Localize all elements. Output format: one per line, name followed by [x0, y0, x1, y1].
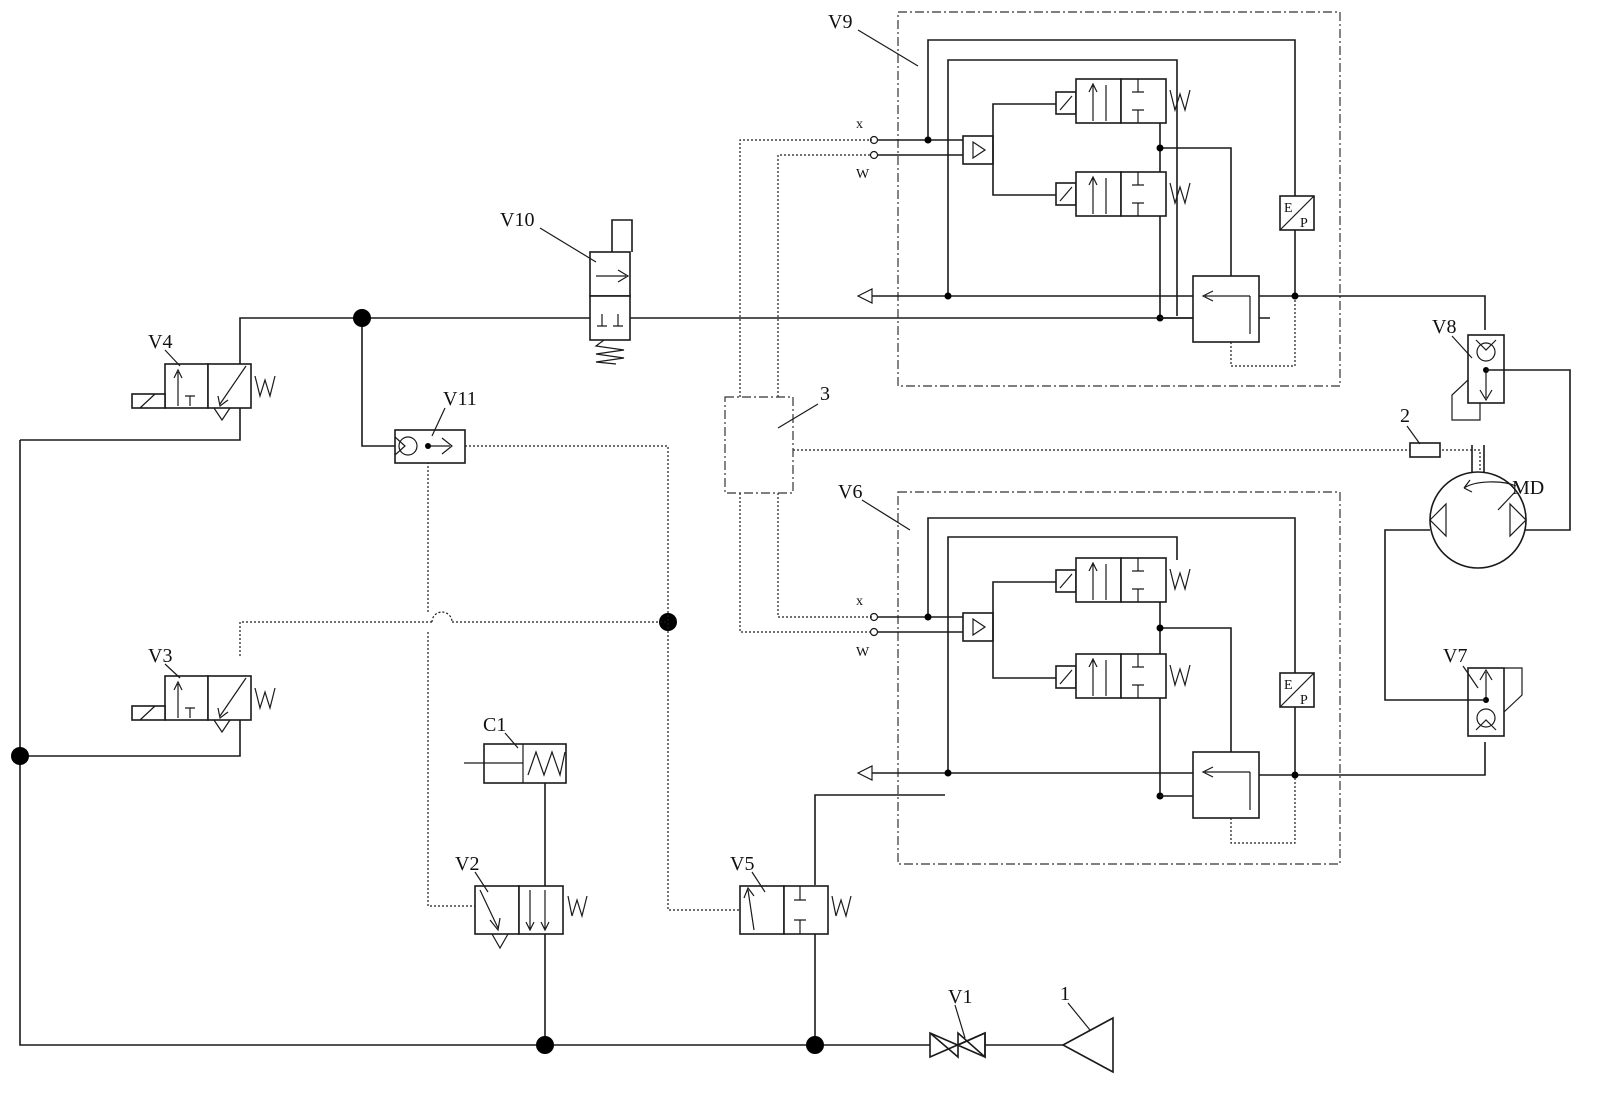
- label-V4: V4: [148, 331, 172, 353]
- ep-p-bot: P: [1300, 693, 1308, 708]
- valve-V5: V5: [730, 853, 851, 934]
- label-3: 3: [820, 383, 830, 405]
- label-V6: V6: [838, 481, 862, 503]
- junction-dots: [11, 309, 824, 1054]
- label-V1: V1: [948, 986, 972, 1008]
- label-MD: MD: [1512, 477, 1544, 499]
- port-x-top: x: [856, 117, 863, 132]
- port-w-bot: W: [856, 645, 870, 660]
- junction-dot: [353, 309, 371, 327]
- ep-p-top: P: [1300, 216, 1308, 231]
- valve-V1: V1: [930, 986, 985, 1057]
- label-V2: V2: [455, 853, 479, 875]
- valve-V2: V2: [455, 853, 587, 948]
- ep-e-top: E: [1284, 201, 1293, 216]
- valve-V3: V3: [132, 645, 275, 732]
- valve-assembly-V9: V9 x W E P: [828, 11, 1485, 386]
- valve-V4: V4: [132, 331, 275, 420]
- speed-sensor-2: 2: [1400, 405, 1440, 457]
- label-V8: V8: [1432, 316, 1456, 338]
- junction-dot: [536, 1036, 554, 1054]
- label-V3: V3: [148, 645, 172, 667]
- valve-V10: V10: [500, 209, 632, 364]
- cylinder-C1: C1: [464, 714, 566, 783]
- label-V5: V5: [730, 853, 754, 875]
- port-x-bot: x: [856, 594, 863, 609]
- label-2: 2: [1400, 405, 1410, 427]
- motor-MD: MD: [1430, 445, 1544, 568]
- port-w-top: W: [856, 167, 870, 182]
- ep-e-bot: E: [1284, 678, 1293, 693]
- junction-dot: [11, 747, 29, 765]
- valve-assembly-V6: V6 x W E P: [838, 481, 1485, 864]
- junction-dot: [806, 1036, 824, 1054]
- pressure-source-1: 1: [1060, 983, 1113, 1072]
- label-V11: V11: [443, 388, 477, 410]
- label-V7: V7: [1443, 645, 1467, 667]
- label-V9: V9: [828, 11, 852, 33]
- label-1: 1: [1060, 983, 1070, 1005]
- label-C1: C1: [483, 714, 506, 736]
- label-V10: V10: [500, 209, 534, 231]
- valve-V11: V11: [395, 388, 477, 463]
- controller-3: 3: [725, 383, 830, 493]
